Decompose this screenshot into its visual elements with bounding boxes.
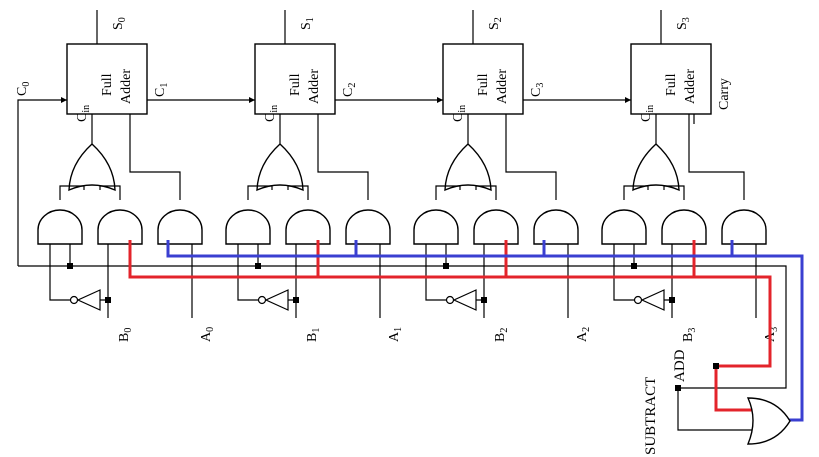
and-left-to-or-wire bbox=[247, 185, 273, 200]
and-mid-to-or-wire bbox=[287, 185, 309, 200]
full-adder-label-line1: Full bbox=[288, 73, 303, 96]
enable-control-wire bbox=[166, 240, 804, 422]
arrow-icon bbox=[249, 97, 255, 103]
full-adder-block bbox=[254, 43, 336, 115]
add-to-or-wire bbox=[714, 366, 752, 412]
stage-0: Full Adder Cin S0 C1 B0 A0 bbox=[37, 10, 216, 342]
add-label: ADD bbox=[672, 349, 688, 382]
and-mid-to-or-wire bbox=[663, 185, 685, 200]
b-input-label: B3 bbox=[681, 328, 698, 342]
and-left-to-or-wire bbox=[59, 185, 85, 200]
and-left-to-or-wire bbox=[623, 185, 649, 200]
cin-label: Cin bbox=[639, 105, 656, 122]
full-adder-block bbox=[66, 43, 148, 115]
not-gate-icon bbox=[69, 289, 101, 311]
junction-dot-icon bbox=[481, 297, 487, 303]
and-left-to-or-wire bbox=[435, 185, 461, 200]
full-adder-label-line1: Full bbox=[664, 73, 679, 96]
and-mid-to-or-wire bbox=[475, 185, 497, 200]
cin-label: Cin bbox=[263, 105, 280, 122]
full-adder-block bbox=[442, 43, 524, 115]
not-gate-icon bbox=[257, 289, 289, 311]
carry-out-label: C3 bbox=[529, 83, 546, 97]
cin-label: Cin bbox=[451, 105, 468, 122]
junction-dot-icon bbox=[713, 363, 719, 369]
full-adder-label-line2: Adder bbox=[495, 69, 510, 104]
and-mid-to-or-wire bbox=[99, 185, 121, 200]
arrow-icon bbox=[61, 97, 67, 103]
or-gate-icon bbox=[746, 397, 791, 445]
cin-label: Cin bbox=[75, 105, 92, 122]
full-adder-label-line1: Full bbox=[100, 73, 115, 96]
not-gate-icon bbox=[445, 289, 477, 311]
full-adder-label-line2: Adder bbox=[119, 69, 134, 104]
a-input-label: A1 bbox=[387, 327, 404, 342]
full-adder-label-line2: Adder bbox=[683, 69, 698, 104]
stage-3: Full Adder Cin S3 Carry B3 A3 bbox=[601, 10, 780, 342]
junction-dot-icon bbox=[675, 385, 681, 391]
b-inverted-wire bbox=[476, 244, 485, 301]
junction-dot-icon bbox=[293, 297, 299, 303]
carry-chain: C0 bbox=[15, 82, 631, 266]
subtract-control-wire bbox=[18, 265, 787, 431]
add-control-wire bbox=[128, 240, 772, 368]
carry-out-label: C2 bbox=[341, 83, 358, 97]
and-right-to-adder-wire bbox=[688, 114, 745, 200]
full-adder-label-line2: Adder bbox=[307, 69, 322, 104]
and-right-to-adder-wire bbox=[317, 114, 369, 200]
b-input-label: B2 bbox=[493, 328, 510, 342]
b-input-label: B0 bbox=[117, 328, 134, 342]
junction-dot-icon bbox=[669, 297, 675, 303]
and-right-to-adder-wire bbox=[129, 114, 181, 200]
not-gate-icon bbox=[633, 289, 665, 311]
and-right-to-adder-wire bbox=[505, 114, 557, 200]
a-input-label: A2 bbox=[575, 327, 592, 342]
sum-label: S3 bbox=[675, 17, 692, 30]
b-inverted-wire bbox=[100, 244, 109, 301]
b-line-wire bbox=[613, 244, 634, 301]
stage-2: Full Adder Cin S2 C3 B2 A2 bbox=[413, 10, 592, 342]
b-line-wire bbox=[425, 244, 446, 301]
b-input-label: B1 bbox=[305, 328, 322, 342]
stage-1: Full Adder Cin S1 C2 B1 A1 bbox=[225, 10, 404, 342]
sum-label: S1 bbox=[299, 17, 316, 30]
arrow-icon bbox=[437, 97, 443, 103]
sum-label: S2 bbox=[487, 17, 504, 30]
carry-out-label: C1 bbox=[153, 83, 170, 97]
junction-dot-icon bbox=[105, 297, 111, 303]
b-inverted-wire bbox=[288, 244, 297, 301]
carry-in-c0-wire bbox=[17, 99, 67, 266]
carry-out-label: Carry bbox=[717, 78, 732, 110]
a-input-label: A0 bbox=[199, 327, 216, 342]
full-adder-label-line1: Full bbox=[476, 73, 491, 96]
carry-in-label: C0 bbox=[15, 82, 32, 96]
b-line-wire bbox=[237, 244, 258, 301]
full-adder-block bbox=[630, 43, 712, 115]
arrow-icon bbox=[625, 97, 631, 103]
b-inverted-wire bbox=[664, 244, 673, 301]
b-line-wire bbox=[49, 244, 70, 301]
subtract-label: SUBTRACT bbox=[643, 377, 659, 455]
sum-label: S0 bbox=[111, 17, 128, 30]
